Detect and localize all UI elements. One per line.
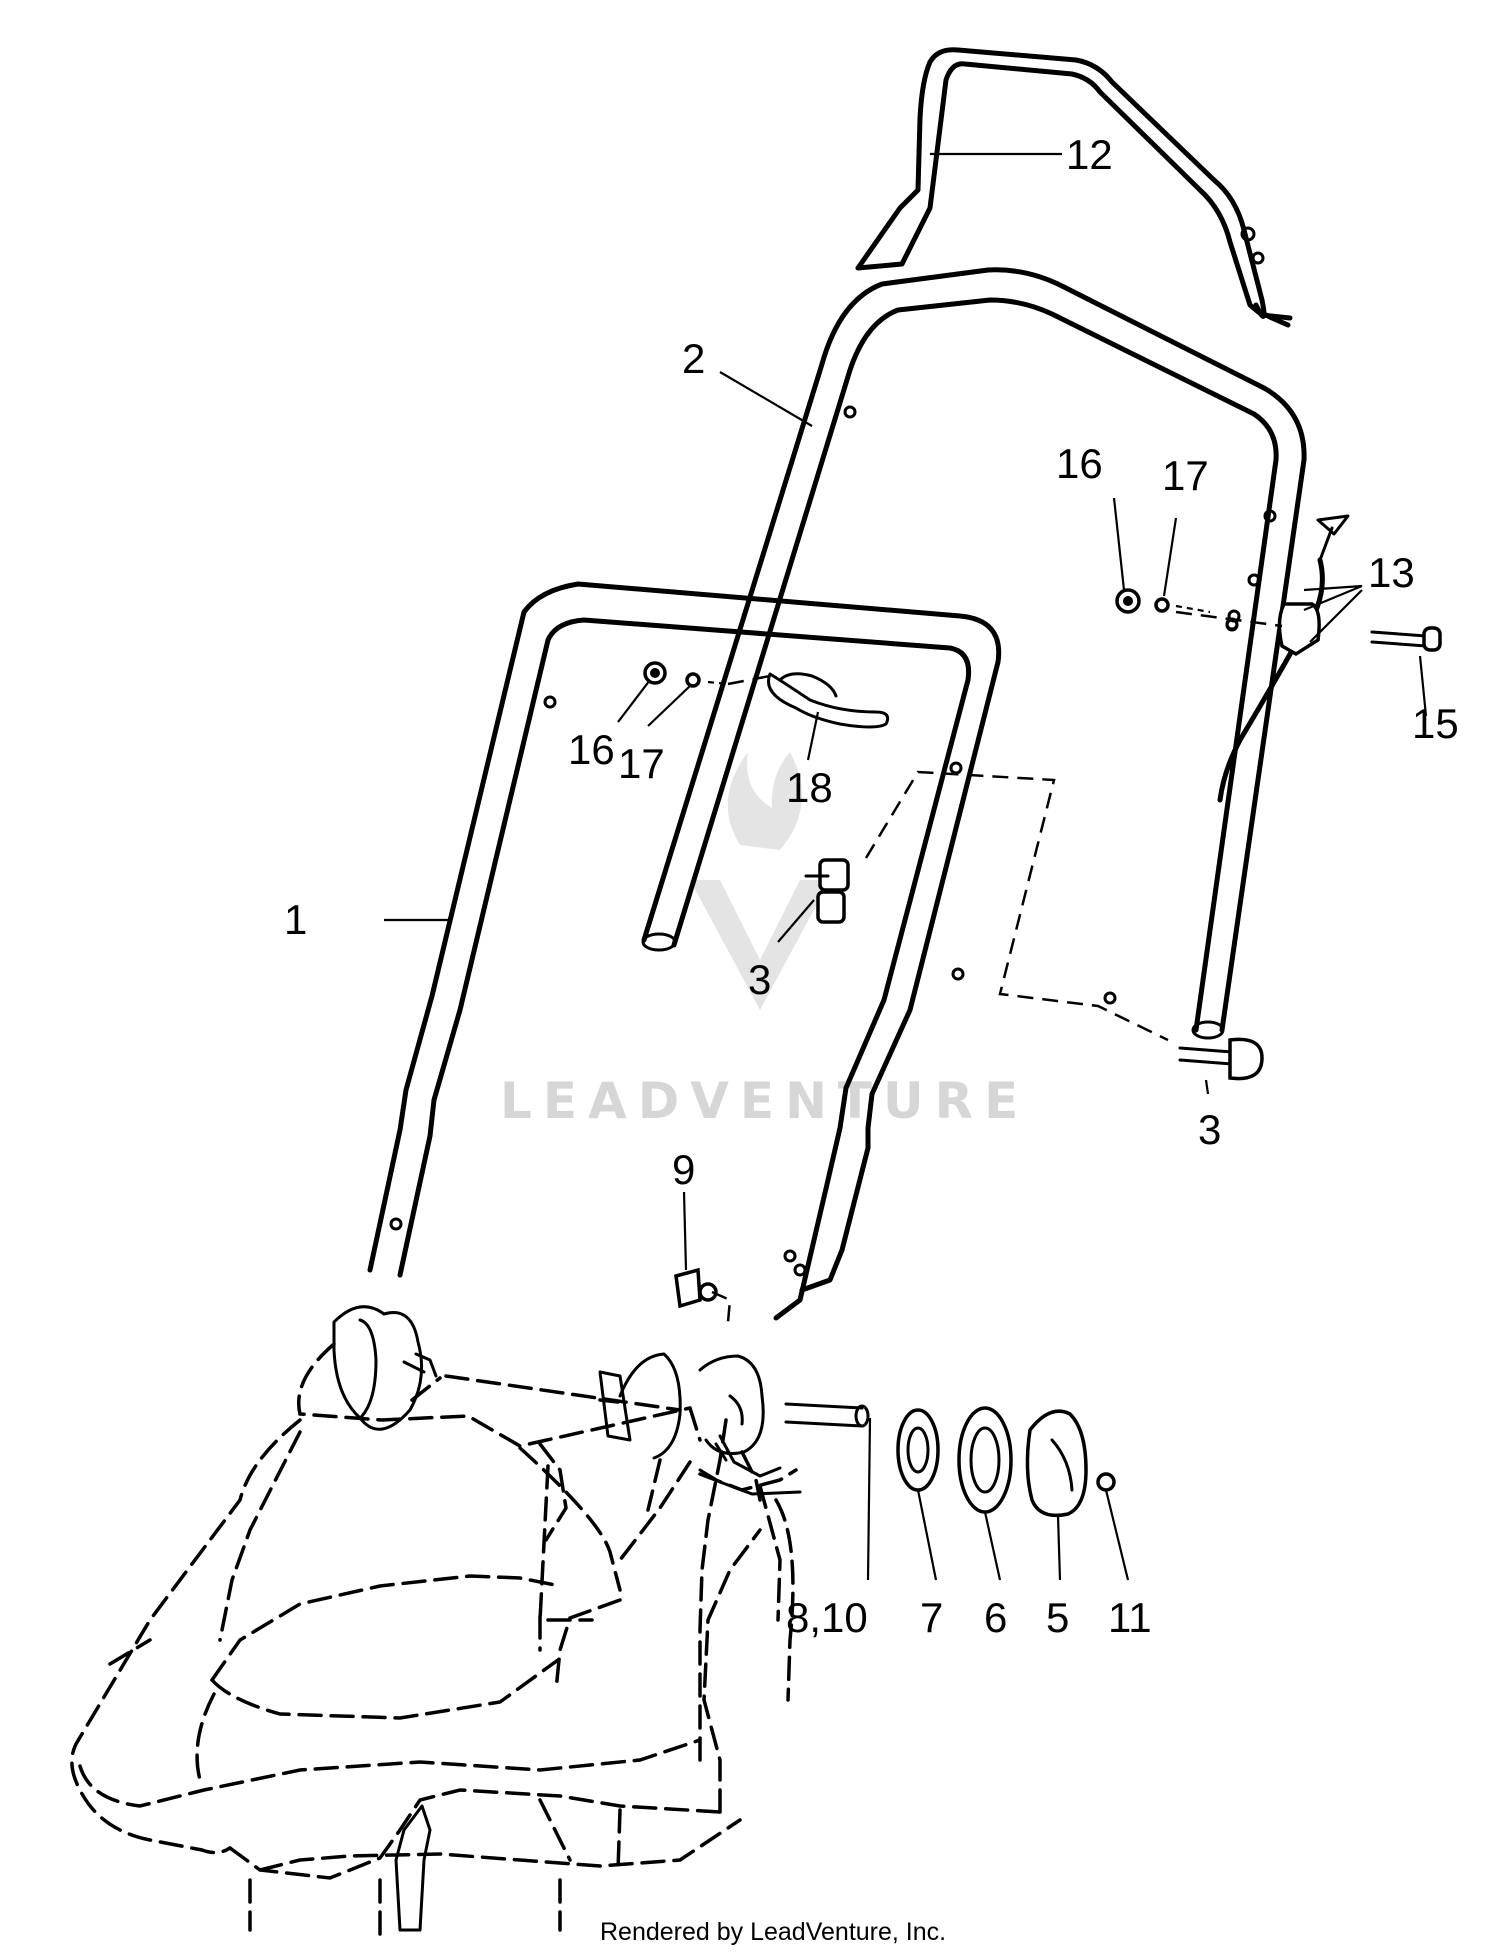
callout-labels: 12 2 16 17 13 15 16 17 18 1 3 3 9 8,10 7… [284, 131, 1459, 1641]
callout-1: 1 [284, 896, 307, 943]
footer-credit: Rendered by LeadVenture, Inc. [600, 1918, 946, 1946]
part-15-screw [1370, 626, 1442, 652]
part-18-cable-guide [767, 672, 890, 729]
part-9-bracket [674, 1267, 732, 1323]
callout-17-right: 17 [1162, 452, 1209, 499]
watermark-text: LEADVENTURE [500, 1072, 1029, 1130]
callout-18: 18 [786, 764, 833, 811]
callout-13: 13 [1368, 549, 1415, 596]
assembly-dash-lines [727, 610, 1283, 1042]
part-3-bolt-left [804, 858, 850, 924]
part-12-bail [855, 47, 1293, 328]
callout-17-left: 17 [618, 740, 665, 787]
callout-2: 2 [682, 335, 705, 382]
part-16-17-left [643, 661, 729, 688]
part-3-bolt-right [1178, 1037, 1264, 1081]
leader-lines [384, 152, 1428, 1581]
part-13-cable [1217, 514, 1350, 803]
callout-3-left: 3 [748, 956, 771, 1003]
callout-15: 15 [1412, 700, 1459, 747]
wheel-assembly [784, 1402, 1116, 1518]
part-2-upper-handle [641, 267, 1307, 1040]
callout-9: 9 [672, 1146, 695, 1193]
callout-16-right: 16 [1056, 440, 1103, 487]
callout-11: 11 [1108, 1594, 1152, 1641]
callout-16-left: 16 [568, 726, 615, 773]
part-1-lower-handle [367, 581, 1002, 1321]
mower-deck [70, 1305, 802, 1942]
watermark: LEADVENTURE [500, 752, 1029, 1130]
callout-12: 12 [1066, 131, 1113, 178]
callout-8-10: 8,10 [786, 1594, 868, 1641]
part-16-17-right [1115, 588, 1211, 614]
callout-6: 6 [984, 1594, 1007, 1641]
callout-3-right: 3 [1198, 1106, 1221, 1153]
callout-5: 5 [1046, 1594, 1069, 1641]
callout-7: 7 [920, 1594, 943, 1641]
